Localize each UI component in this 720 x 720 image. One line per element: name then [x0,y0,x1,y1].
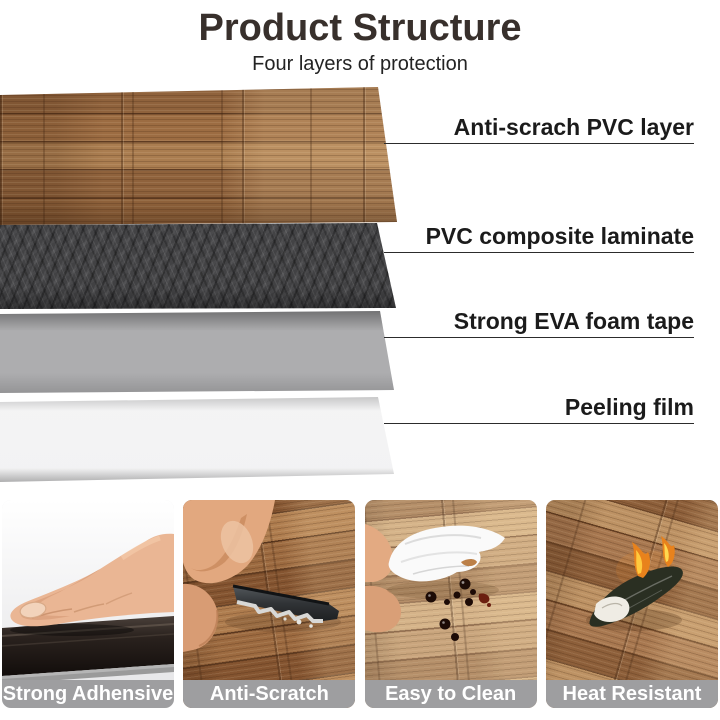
burning-leaf-illustration [585,536,683,631]
wood-edge-shade [0,190,397,225]
wood-plank-texture [0,87,397,225]
callout-anti-scratch-pvc: Anti-scrach PVC layer [384,114,694,144]
burning-leaf-photo [545,500,718,708]
feature-card-strong-adhesive: Strong Adhensive [2,500,174,708]
key-scratch-photo [183,500,356,708]
callout-label: Peeling film [564,394,694,420]
callout-label: Strong EVA foam tape [453,308,694,334]
callout-leader-line [384,337,694,338]
layer-stack-diagram: Anti-scrach PVC layer PVC composite lami… [0,87,694,482]
callout-leader-line [384,423,694,424]
feature-card-heat-resistant: Heat Resistant [545,500,718,708]
tissue-wiping-illustration [364,500,537,708]
callout-leader-line [384,252,694,253]
callout-eva-foam-tape: Strong EVA foam tape [384,308,694,338]
callout-label: PVC composite laminate [425,223,694,249]
page-subtitle: Four layers of protection [252,53,468,75]
feature-label: Strong Adhensive [2,680,174,708]
callout-pvc-composite-laminate: PVC composite laminate [384,223,694,253]
feature-card-easy-to-clean: Easy to Clean [364,500,537,708]
feature-label: Easy to Clean [364,680,537,708]
feature-cards: Strong Adhensive [2,500,718,708]
page-title: Product Structure [198,7,522,49]
feature-label: Heat Resistant [545,680,718,708]
feature-card-anti-scratch: Anti-Scratch [183,500,356,708]
film-bottom-shade [0,468,394,482]
eva-bottom-shade [0,373,394,393]
key-scratching-illustration [183,500,342,652]
laminate-edge-shade [0,288,396,309]
hand-pressing-photo [2,500,174,708]
callout-peeling-film: Peeling film [384,394,694,424]
eva-top-shadow [0,311,394,331]
callout-leader-line [384,143,694,144]
film-top-shadow [0,397,394,411]
hand-pressing-tile-illustration [2,500,174,708]
layer-pvc-composite-laminate [0,223,396,309]
feature-label: Anti-Scratch [183,680,356,708]
layer-peeling-film [0,397,394,482]
layer-eva-foam-tape [0,311,394,393]
layer-anti-scratch-pvc [0,87,397,225]
wipe-stain-photo [364,500,537,708]
callout-label: Anti-scrach PVC layer [453,114,694,140]
